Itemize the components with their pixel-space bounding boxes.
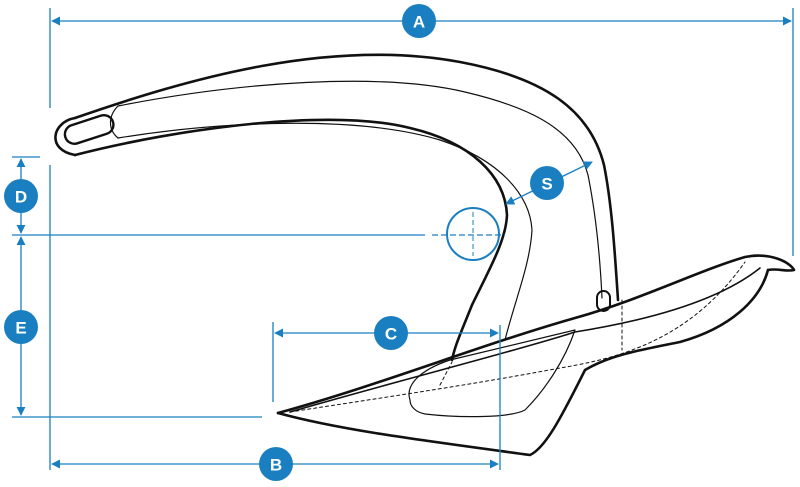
shank-outer-edge [73,53,620,302]
shank-inner-side-line [117,122,533,341]
shank-end [54,116,77,157]
dimension-badge-s-label: S [541,175,552,194]
dimension-badge-e-circle [4,310,38,344]
fluke-inner-plate [408,329,576,418]
dimension-badge-a-circle [402,4,436,38]
dimension-badge-b-circle [259,447,293,481]
fluke-hidden-line-1 [289,261,746,413]
dimension-badge-s: S [530,166,564,200]
dimension-badge-d-label: D [15,188,27,207]
dimension-badge-b-label: B [270,456,282,475]
anchor-illustration [54,53,796,457]
dimension-badge-d-circle [4,179,38,213]
dimension-badge-e: E [4,310,38,344]
fluke-ridge [289,267,761,413]
shackle-slot [63,113,115,145]
dimension-badge-a-label: A [413,13,425,32]
shank-inner-edge [73,118,509,362]
shank-end-line [109,105,119,139]
dimension-badge-c: C [374,316,408,350]
dimension-badge-c-circle [374,316,408,350]
dimension-badge-c-label: C [385,325,397,344]
dimension-badge-a: A [402,4,436,38]
dimension-badge-s-circle [530,166,564,200]
fluke-hidden-line-3 [439,361,453,386]
dimension-badge-b: B [259,447,293,481]
throat-circle [446,207,500,261]
fluke-top-edge [276,254,796,415]
joint-hole [596,290,611,312]
shank-side-line [117,80,603,299]
fluke-bottom-edge [276,268,770,457]
throat-circle-marker [446,207,500,261]
dimension-badge-d: D [4,179,38,213]
dimension-lines [12,8,794,470]
dimension-badge-e-label: E [15,319,26,338]
